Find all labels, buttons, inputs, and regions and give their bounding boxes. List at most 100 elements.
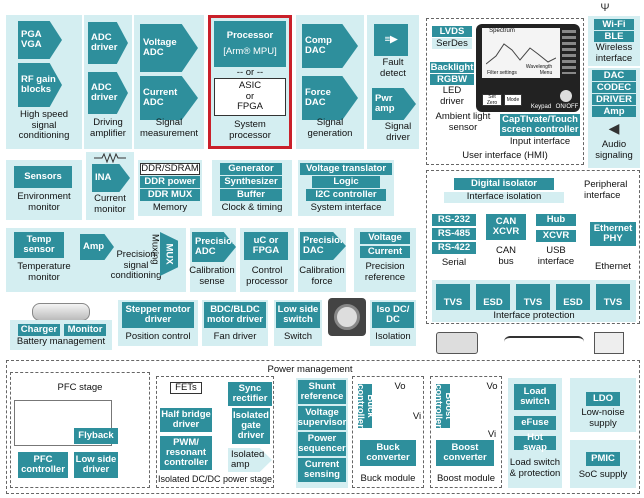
current-sensing: Current sensing — [298, 458, 346, 482]
signal-measurement-label: Signal measurement — [139, 117, 199, 139]
boost-group — [430, 376, 502, 488]
switch-label: Switch — [284, 331, 312, 342]
interface-protection-label: Interface protection — [493, 310, 575, 321]
pfc-label: PFC stage — [57, 382, 103, 393]
mux: MUX — [160, 232, 178, 276]
buck-vi: Vi — [412, 411, 422, 422]
device-screen — [482, 28, 560, 78]
ddr-sdram: DDR/SDRAM — [140, 162, 200, 175]
voltage-supervisor: Voltage supervisor — [297, 406, 347, 430]
can-bus-label: CAN bus — [495, 245, 517, 267]
buck-module-label: Buck module — [360, 473, 416, 484]
temperature-label: Temperature monitor — [17, 261, 71, 283]
power-management-group — [6, 360, 640, 494]
stepper-driver: Stepper motor driver — [122, 302, 194, 328]
tvs-2-label: TVS — [523, 297, 543, 308]
pfc-controller: PFC controller — [18, 452, 68, 478]
boost-converter: Boost converter — [436, 440, 494, 466]
audio-amp: Amp — [592, 106, 636, 117]
voltage-translator: Voltage translator — [300, 163, 392, 175]
charger: Charger — [18, 324, 60, 336]
position-label: Position control — [125, 331, 191, 342]
pmic-label: SoC supply — [578, 469, 628, 480]
esd-1-label: ESD — [483, 297, 503, 308]
fault-comparator: ≡▶ — [374, 24, 408, 56]
screen-spectrum: Spectrum — [489, 28, 515, 34]
isolated-dcdc-group — [156, 376, 274, 488]
serial-label: Serial — [441, 257, 467, 268]
load-switch: Load switch — [514, 384, 556, 410]
screen-filter: Filter settings — [487, 70, 517, 76]
system-interface-label: System interface — [310, 202, 382, 213]
control-processor-label: Control processor — [246, 265, 288, 287]
flyback: Flyback — [74, 428, 118, 444]
buck-converter: Buck converter — [360, 440, 416, 466]
buck-group — [352, 376, 424, 488]
buck-vo: Vo — [394, 381, 406, 392]
led-driver-label: LED driver — [440, 85, 464, 107]
can-xcvr: CAN XCVR — [486, 214, 526, 240]
muxing-label: Muxing — [149, 233, 161, 265]
usb-cable-icon — [504, 336, 584, 348]
pfc-group — [10, 372, 150, 488]
monitor: Monitor — [64, 324, 106, 336]
usb-hub: Hub — [536, 214, 576, 226]
pfc-circuit — [14, 400, 112, 446]
tvs-1-label: TVS — [443, 297, 463, 308]
fault-detect-label: Fault detect — [380, 57, 406, 79]
boost-module-label: Boost module — [436, 473, 496, 484]
battery-label: Battery management — [16, 336, 106, 347]
pwm-controller: PWM/ resonant controller — [160, 436, 212, 470]
input-interface-label: Input interface — [509, 136, 571, 147]
onoff-button — [560, 90, 572, 102]
precision-signal-label: Precision signal conditioning — [110, 249, 162, 281]
low-side-driver: Low side driver — [74, 452, 118, 478]
fets: FETs — [170, 382, 202, 394]
peripheral-group — [426, 170, 640, 324]
wireless-label: Wireless interface — [595, 42, 633, 64]
ldo-label: Low-noise supply — [581, 407, 625, 429]
boost-vo: Vo — [486, 381, 498, 392]
mux-label: MUX — [164, 243, 175, 265]
asic-fpga-box: ASIC or FPGA — [214, 78, 286, 116]
boost-controller-label: Boost controller — [433, 384, 454, 428]
calibration-sense-label: Calibration sense — [189, 265, 235, 287]
speaker-icon: ◀ — [608, 120, 620, 136]
captivate-controller: CapTIvate/Touch screen controller — [500, 114, 580, 136]
screen-menu: Menu — [539, 70, 553, 76]
processor-box: Processor [Arm® MPU] — [214, 21, 286, 67]
clock-synthesizer: Synthesizer — [220, 176, 282, 188]
tvs-1: TVS — [436, 284, 470, 310]
efuse: eFuse — [514, 416, 556, 430]
pmic: PMIC — [586, 452, 620, 466]
driving-amp-label: Driving amplifier — [90, 117, 126, 139]
ble: BLE — [594, 31, 634, 42]
shunt-reference: Shunt reference — [298, 380, 346, 404]
usb-interface-label: USB interface — [537, 245, 575, 267]
signal-driver-label: Signal driver — [384, 121, 412, 143]
calibration-force-label: Calibration force — [299, 265, 345, 287]
mode-button: Mode — [504, 94, 522, 106]
environment-label: Environment monitor — [17, 191, 71, 213]
memory-label: Memory — [152, 202, 188, 213]
half-bridge-driver: Half bridge driver — [160, 408, 212, 432]
interface-isolation-label: Interface isolation — [444, 191, 564, 203]
iso-dcdc: Iso DC/ DC — [372, 302, 414, 328]
sensors: Sensors — [14, 166, 72, 188]
temp-sensor: Temp sensor — [14, 232, 64, 258]
esd-2-label: ESD — [563, 297, 583, 308]
battery-icon — [32, 303, 90, 321]
keypad-label: Keypad — [530, 104, 552, 110]
bldc-driver: BDC/BLDC motor driver — [204, 302, 266, 328]
lvds: LVDS — [432, 26, 472, 37]
rs422: RS-422 — [432, 242, 476, 254]
processor-title: Processor — [226, 30, 274, 41]
digital-isolator: Digital isolator — [454, 178, 554, 190]
boost-controller: Boost controller — [433, 384, 454, 428]
load-switch-label: Load switch & protection — [509, 457, 561, 479]
hot-swap: Hot swap — [514, 433, 556, 453]
audio-codec: CODEC — [592, 82, 636, 93]
hmi-label: User interface (HMI) — [462, 150, 548, 161]
usb-xcvr: XCVR — [536, 230, 576, 242]
esd-1: ESD — [476, 284, 510, 310]
